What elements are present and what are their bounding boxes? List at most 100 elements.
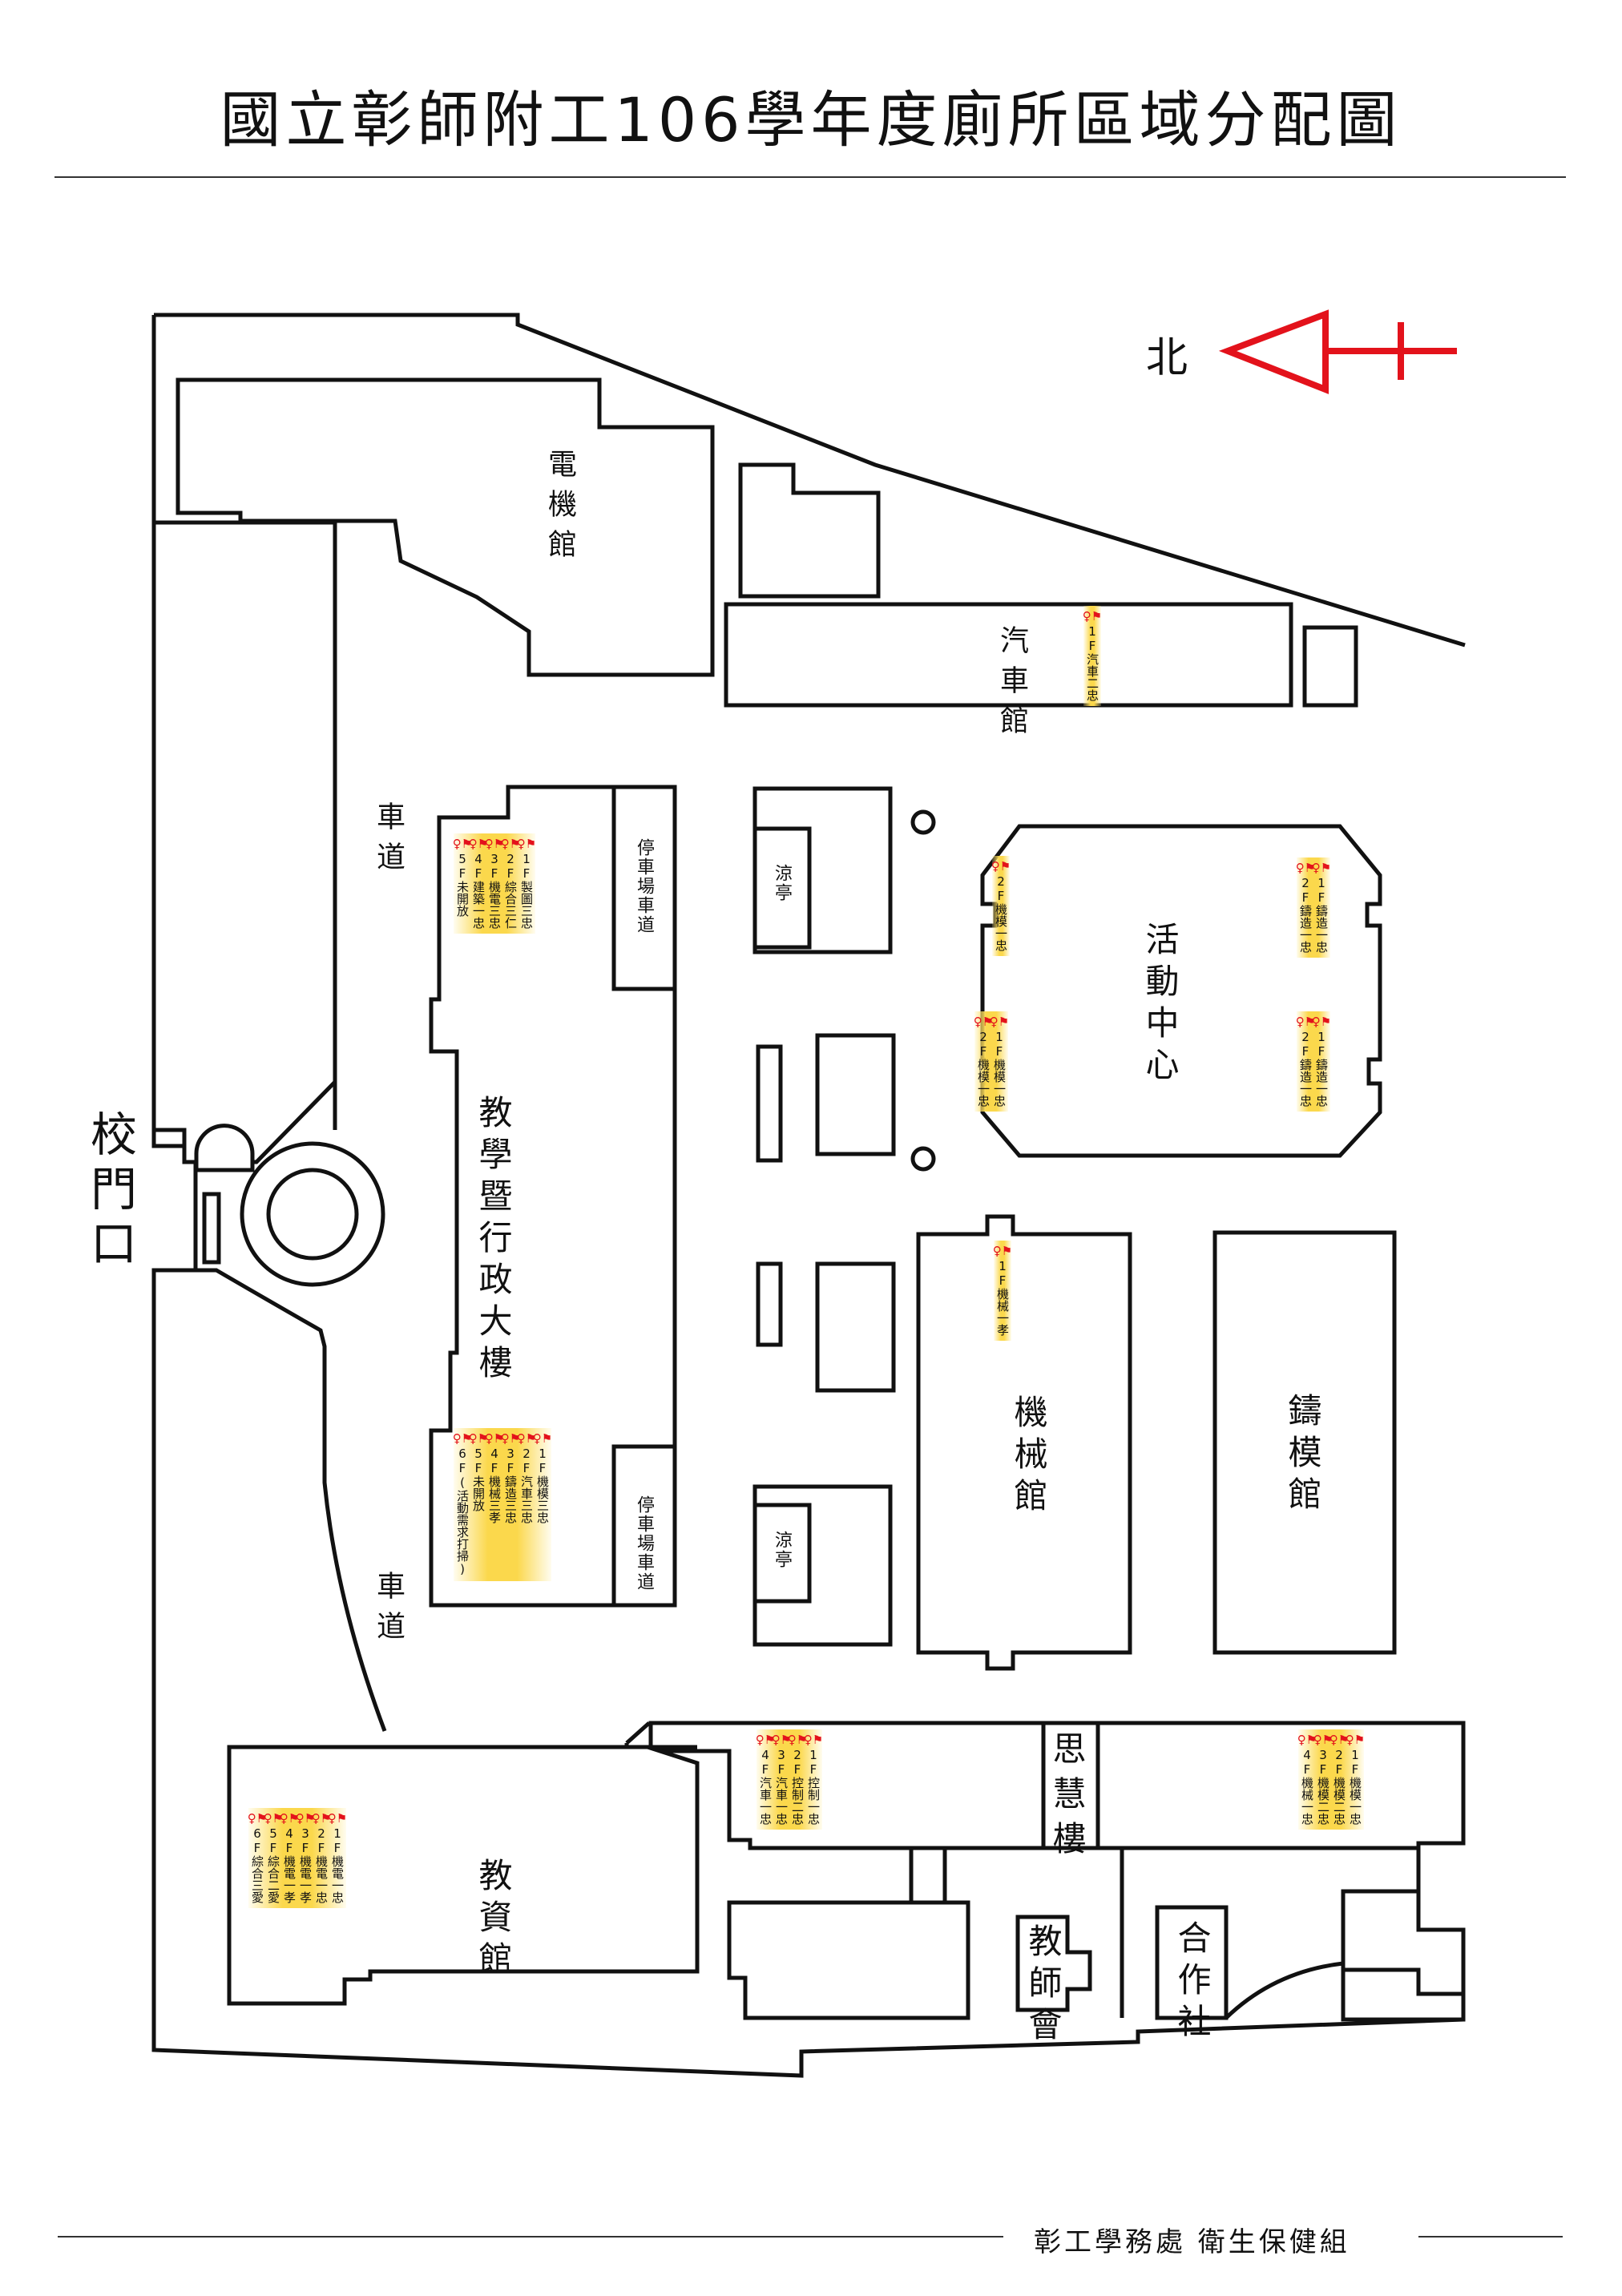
toilet-assignment-item: ♀⚑2F綜合三仁 [500,837,521,930]
toilet-female-flag-icon: ♀⚑ [1295,1015,1316,1029]
label-parking-top: 停車場車道 [634,838,654,934]
building-electrical [176,377,715,677]
toilet-assignment-text: 1F機模一忠 [992,1030,1007,1107]
pillar-top [910,809,936,835]
toilet-assignment-item: ♀⚑3F汽車一忠 [772,1734,791,1826]
toilet-assignment-item: ♀⚑3F鑄造三忠 [501,1433,520,1576]
toilet-assignment-text: 2F汽車三忠 [519,1447,534,1523]
parking-lane-bottom [611,1444,677,1608]
label-mechanical: 機械館 [1009,1394,1048,1519]
toilet-assignment-text: 4F建築一忠 [471,852,486,929]
toilet-assignment-item: ♀⚑1F製圖三忠 [516,837,537,930]
toilet-assignment-text: 4F汽車一忠 [758,1748,773,1825]
building-casting [1212,1230,1397,1655]
toilet-assignment-text: 1F機械一孝 [995,1259,1010,1336]
toilet-list-mechanical: ♀⚑1F機械一孝 [992,1241,1013,1341]
toilet-assignment-text: 2F機模一忠 [994,874,1008,951]
toilet-assignment-text: 5F綜合二愛 [266,1826,280,1903]
toilet-list-sihui-left: ♀⚑1F控制一忠♀⚑2F控制二忠♀⚑3F汽車一忠♀⚑4F汽車一忠 [756,1729,824,1830]
toilet-assignment-text: 2F鑄造一忠 [1298,1030,1313,1107]
toilet-female-flag-icon: ♀⚑ [992,1244,1013,1258]
toilet-list-activity-br: ♀⚑1F鑄造一忠♀⚑2F鑄造一忠 [1295,1011,1331,1112]
label-activity-center: 活動中心 [1140,922,1180,1088]
toilet-female-flag-icon: ♀⚑ [532,1431,553,1446]
toilet-assignment-text: 2F機模一忠 [976,1030,991,1107]
toilet-assignment-item: ♀⚑2F機電一忠 [312,1813,331,1904]
toilet-assignment-item: ♀⚑2F機模一忠 [991,861,1011,952]
toilet-assignment-item: ♀⚑6F綜合三愛 [247,1811,268,1904]
toilet-assignment-text: 5F未開放 [455,852,470,917]
toilet-female-flag-icon: ♀⚑ [516,837,537,851]
coop-curve [1225,1961,1344,2020]
toilet-assignment-text: 2F鑄造一忠 [1298,876,1313,953]
footer-divider-left [58,2236,1003,2237]
toilet-assignment-item: ♀⚑4F機械一忠 [1297,1734,1317,1826]
toilet-female-flag-icon: ♀⚑ [500,837,521,851]
toilet-assignment-text: 5F未開放 [471,1447,486,1511]
sihui-divider [1041,1723,1100,1848]
toilet-assignment-text: 1F機模一忠 [1348,1748,1362,1825]
toilet-list-automotive: ♀⚑1F汽車二忠 [1082,606,1103,706]
pavilion-bottom [752,1503,812,1604]
toilet-assignment-text: 3F機電三忠 [487,852,502,929]
toilet-assignment-item: ♀⚑2F機模一忠 [974,1016,993,1108]
gate-post [202,1192,221,1265]
building-small-north [738,462,881,599]
toilet-assignment-item: ♀⚑3F機模二忠 [1313,1733,1334,1826]
block-c [756,1261,783,1347]
north-arrow-triangle-icon [1218,309,1329,394]
toilet-female-flag-icon: ♀⚑ [787,1733,808,1747]
label-automotive: 汽車館 [995,625,1028,745]
toilet-assignment-item: ♀⚑4F建築一忠 [469,838,488,930]
toilet-assignment-item: ♀⚑2F機模二忠 [1329,1734,1349,1826]
toilet-assignment-item: ♀⚑3F機電三忠 [485,838,504,930]
toilet-assignment-text: 3F鑄造三忠 [503,1447,518,1523]
toilet-female-flag-icon: ♀⚑ [263,1811,284,1826]
toilet-female-flag-icon: ♀⚑ [1345,1733,1366,1747]
building-mechanical [916,1214,1132,1671]
toilet-assignment-text: 2F機模二忠 [1332,1748,1346,1825]
toilet-assignment-text: 2F機電一忠 [314,1826,329,1903]
toilet-assignment-text: 4F機械三孝 [487,1447,502,1523]
block-b [815,1033,896,1156]
building-south-east [1341,1889,1466,2022]
toilet-female-flag-icon: ♀⚑ [1295,861,1316,875]
toilet-female-flag-icon: ♀⚑ [327,1811,348,1826]
toilet-female-flag-icon: ♀⚑ [1082,609,1103,623]
toilet-list-activity-tl: ♀⚑2F機模一忠 [991,856,1011,956]
toilet-female-flag-icon: ♀⚑ [803,1733,824,1747]
toilet-female-flag-icon: ♀⚑ [1313,1733,1334,1747]
toilet-assignment-item: ♀⚑2F汽車三忠 [517,1433,536,1576]
toilet-assignment-item: ♀⚑5F未開放 [468,1431,489,1576]
toilet-assignment-item: ♀⚑2F鑄造一忠 [1295,861,1316,954]
label-gate: 校門口 [83,1110,137,1273]
toilet-assignment-text: 1F製圖三忠 [519,852,534,929]
footer-department: 彰工學務處 衛生保健組 [1034,2226,1350,2258]
road-curve [154,1268,387,1732]
block-d [815,1261,896,1393]
toilet-assignment-item: ♀⚑1F機模一忠 [1345,1733,1366,1826]
toilet-assignment-item: ♀⚑4F機械三孝 [484,1431,505,1576]
title-divider [54,176,1566,178]
toilet-assignment-item: ♀⚑1F機模三忠 [532,1431,553,1576]
toilet-assignment-text: 1F鑄造一忠 [1314,876,1329,953]
toilet-assignment-text: 1F控制一忠 [806,1748,821,1825]
building-automotive [724,602,1293,708]
toilet-female-flag-icon: ♀⚑ [484,1431,505,1446]
gate-dome [194,1124,255,1172]
toilet-assignment-item: ♀⚑1F機電一忠 [327,1811,348,1904]
toilet-assignment-text: 6F(活動需求打掃) [455,1447,470,1576]
roundabout-inner [266,1168,359,1261]
building-jiaozi [227,1745,700,2006]
toilet-assignment-item: ♀⚑1F鑄造一忠 [1312,862,1331,954]
toilet-assignment-item: ♀⚑2F控制二忠 [787,1733,808,1826]
toilet-assignment-text: 3F機模二忠 [1316,1748,1330,1825]
toilet-assignment-text: 1F機模三忠 [535,1447,550,1523]
west-inner-wall [333,519,395,1130]
toilet-assignment-text: 4F機械一忠 [1300,1748,1314,1825]
toilet-assignment-item: ♀⚑6F(活動需求打掃) [452,1431,473,1577]
toilet-female-flag-icon: ♀⚑ [468,1431,489,1446]
toilet-female-flag-icon: ♀⚑ [452,1431,473,1446]
toilet-female-flag-icon: ♀⚑ [247,1811,268,1826]
